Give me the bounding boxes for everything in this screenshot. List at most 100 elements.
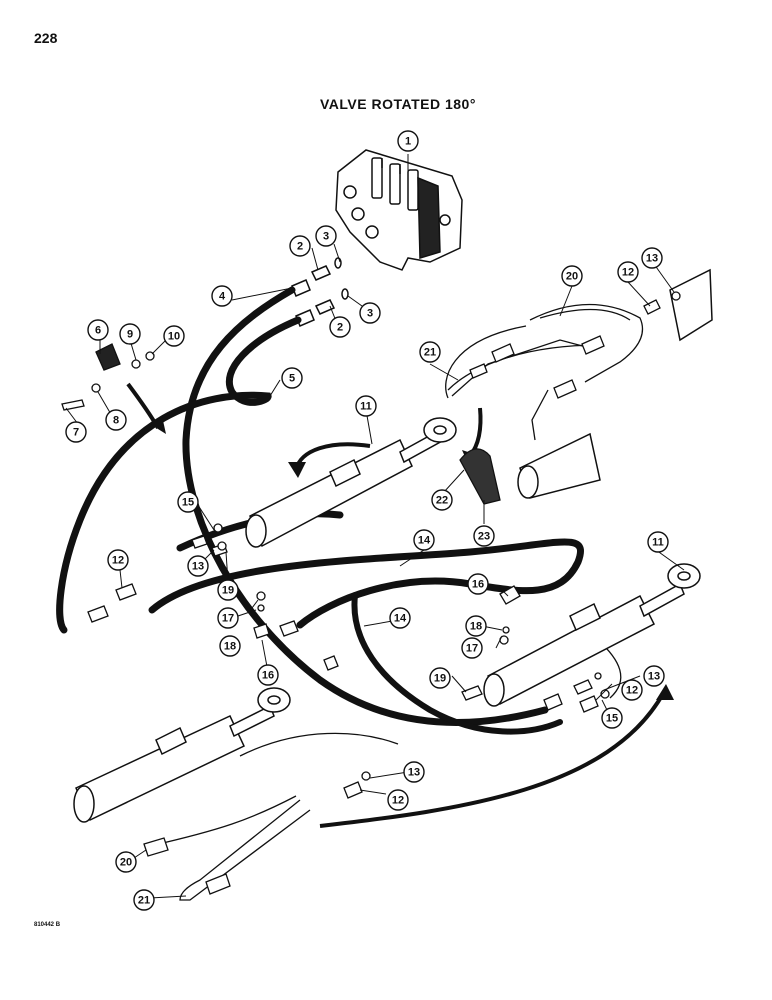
- callout-label: 21: [138, 895, 150, 907]
- callout-10: 10: [163, 325, 185, 347]
- callout-label: 4: [219, 291, 226, 303]
- callout-13: 13: [187, 555, 209, 577]
- callout-circle: [643, 665, 665, 687]
- callout-20: 20: [561, 265, 583, 287]
- callout-circle: [187, 555, 209, 577]
- callout-label: 18: [470, 621, 482, 633]
- callout-label: 13: [192, 561, 204, 573]
- callout-circle: [389, 607, 411, 629]
- page-number: 228: [34, 30, 58, 46]
- callout-circle: [105, 409, 127, 431]
- callout-16: 16: [257, 664, 279, 686]
- callout-circle: [315, 225, 337, 247]
- callout-label: 14: [394, 613, 407, 625]
- callout-circle: [461, 637, 483, 659]
- callout-6: 6: [87, 319, 109, 341]
- callout-label: 17: [466, 643, 478, 655]
- callout-circle: [65, 421, 87, 443]
- callout-14: 14: [413, 529, 435, 551]
- callout-17: 17: [461, 637, 483, 659]
- callout-17: 17: [217, 607, 239, 629]
- callout-label: 12: [392, 795, 404, 807]
- callout-label: 2: [297, 241, 303, 253]
- small-fittings: [61, 291, 681, 895]
- callout-circle: [429, 667, 451, 689]
- callout-label: 16: [262, 670, 274, 682]
- callout-circle: [467, 573, 489, 595]
- callout-circle: [329, 316, 351, 338]
- callout-label: 23: [478, 531, 490, 543]
- callout-12: 12: [387, 789, 409, 811]
- valve-fittings: [291, 257, 349, 327]
- callout-12: 12: [621, 679, 643, 701]
- callout-22: 22: [431, 489, 453, 511]
- callout-8: 8: [105, 409, 127, 431]
- callout-circle: [397, 130, 419, 152]
- steel-tubes: [149, 303, 644, 901]
- callout-9: 9: [119, 323, 141, 345]
- callout-14: 14: [389, 607, 411, 629]
- callout-label: 5: [289, 373, 295, 385]
- callout-circle: [359, 302, 381, 324]
- callout-label: 3: [323, 231, 329, 243]
- callout-label: 9: [127, 329, 133, 341]
- callout-15: 15: [177, 491, 199, 513]
- callout-label: 11: [360, 401, 372, 413]
- callout-label: 1: [405, 136, 411, 148]
- callout-circle: [403, 761, 425, 783]
- callout-label: 8: [113, 415, 119, 427]
- callout-13: 13: [403, 761, 425, 783]
- callout-label: 6: [95, 325, 101, 337]
- callout-21: 21: [419, 341, 441, 363]
- callout-circle: [419, 341, 441, 363]
- callout-12: 12: [617, 261, 639, 283]
- callout-circle: [217, 579, 239, 601]
- callout-label: 12: [626, 685, 638, 697]
- callout-label: 19: [434, 673, 446, 685]
- callout-label: 21: [424, 347, 436, 359]
- callout-circle: [219, 635, 241, 657]
- figure-code: 810442 B: [34, 922, 61, 928]
- callout-circle: [163, 325, 185, 347]
- callout-15: 15: [601, 707, 623, 729]
- callout-3: 3: [359, 302, 381, 324]
- callout-circle: [473, 525, 495, 547]
- callout-11: 11: [355, 395, 377, 417]
- callout-label: 13: [646, 253, 658, 265]
- diagram-title: VALVE ROTATED 180°: [320, 96, 476, 112]
- callout-19: 19: [429, 667, 451, 689]
- callout-circle: [133, 889, 155, 911]
- callout-circle: [431, 489, 453, 511]
- callout-3: 3: [315, 225, 337, 247]
- callout-13: 13: [641, 247, 663, 269]
- callout-circle: [87, 319, 109, 341]
- callout-circle: [387, 789, 409, 811]
- callout-circle: [617, 261, 639, 283]
- callout-label: 13: [648, 671, 660, 683]
- callout-circle: [647, 531, 669, 553]
- callout-19: 19: [217, 579, 239, 601]
- callout-circle: [641, 247, 663, 269]
- callout-13: 13: [643, 665, 665, 687]
- callout-label: 12: [622, 267, 634, 279]
- callout-label: 13: [408, 767, 420, 779]
- cylinders: [73, 268, 713, 823]
- callout-circle: [119, 323, 141, 345]
- callout-21: 21: [133, 889, 155, 911]
- callout-circle: [257, 664, 279, 686]
- callout-circle: [107, 549, 129, 571]
- callout-circle: [621, 679, 643, 701]
- control-valve: [335, 149, 463, 271]
- callout-label: 16: [472, 579, 484, 591]
- callout-2: 2: [329, 316, 351, 338]
- callout-circle: [465, 615, 487, 637]
- callout-label: 10: [168, 331, 180, 343]
- callout-7: 7: [65, 421, 87, 443]
- callout-label: 18: [224, 641, 236, 653]
- callout-label: 15: [606, 713, 618, 725]
- callout-label: 3: [367, 308, 373, 320]
- hoses: [56, 286, 584, 735]
- callout-18: 18: [219, 635, 241, 657]
